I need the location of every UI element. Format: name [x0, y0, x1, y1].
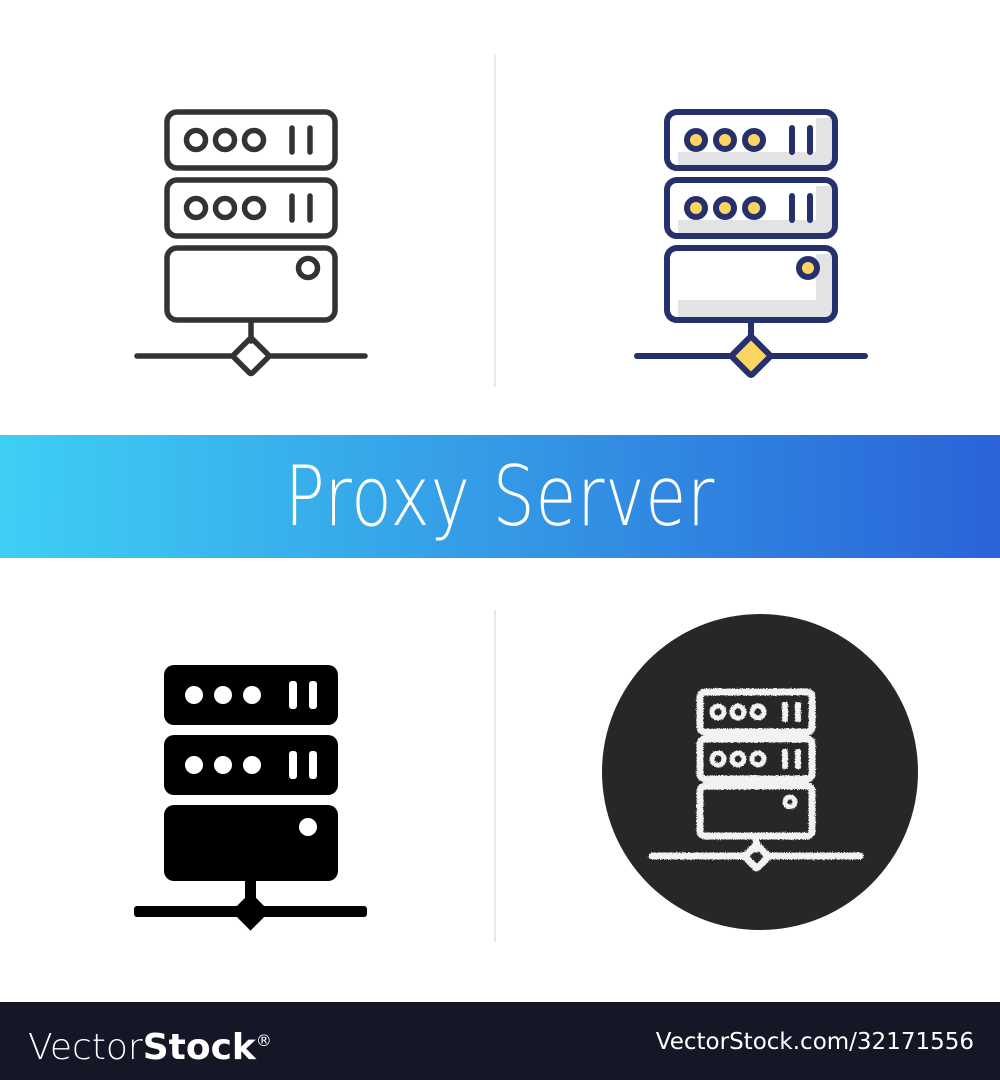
logo-text-light: Vector	[28, 1027, 143, 1068]
led	[183, 195, 209, 221]
status-indicator	[796, 256, 820, 280]
vent-bar	[782, 702, 788, 722]
led	[212, 127, 238, 153]
led-group	[709, 703, 798, 810]
vent-bar	[289, 681, 297, 709]
led	[749, 750, 767, 768]
led	[185, 756, 203, 774]
registered-trademark-icon: ®	[255, 1031, 272, 1050]
led	[742, 196, 766, 220]
led	[212, 195, 238, 221]
status-indicator	[782, 794, 798, 810]
network-node-diamond	[741, 841, 772, 872]
title-banner: Proxy Server	[0, 435, 1000, 558]
led	[742, 128, 766, 152]
icon-proxy-server-chalk	[590, 600, 930, 945]
led	[241, 127, 267, 153]
chalk-backdrop-circle	[602, 614, 918, 930]
led	[185, 686, 203, 704]
vent-bar	[289, 751, 297, 779]
vent-bar	[795, 702, 801, 722]
network-node-diamond	[230, 335, 272, 377]
divider-vertical-top	[494, 55, 496, 387]
icon-proxy-server-linear	[120, 60, 380, 390]
network-node-diamond	[231, 892, 270, 931]
inner-shadow-base	[678, 254, 832, 317]
rack-unit-top	[696, 688, 816, 736]
icon-proxy-server-color	[620, 60, 880, 390]
status-indicator	[295, 255, 321, 281]
led	[709, 750, 727, 768]
vent-bar	[309, 681, 317, 709]
led	[214, 686, 232, 704]
vent-bar	[795, 749, 801, 769]
led	[241, 195, 267, 221]
rack-unit-base	[164, 805, 338, 881]
vent-bar	[782, 749, 788, 769]
led	[243, 686, 261, 704]
status-indicator	[299, 818, 317, 836]
led-group	[684, 128, 820, 280]
led	[684, 128, 708, 152]
led	[684, 196, 708, 220]
banner-title: Proxy Server	[284, 448, 716, 545]
led	[749, 703, 767, 721]
led	[214, 756, 232, 774]
vent-bar-group	[782, 702, 801, 769]
icon-proxy-server-glyph	[120, 615, 380, 945]
led	[729, 750, 747, 768]
vectorstock-url: VectorStock.com/32171556	[655, 1029, 974, 1055]
rack-unit-top	[164, 109, 338, 171]
glyph-body	[134, 665, 367, 931]
divider-vertical-bottom	[494, 610, 496, 942]
led	[243, 756, 261, 774]
network-node-diamond	[729, 334, 773, 378]
led	[183, 127, 209, 153]
rack-unit-middle	[164, 177, 338, 239]
led	[729, 703, 747, 721]
footer-watermark-bar: VectorStock® VectorStock.com/32171556	[0, 1002, 1000, 1080]
logo-text-bold: Stock	[142, 1027, 256, 1068]
led	[713, 196, 737, 220]
led	[709, 703, 727, 721]
led	[713, 128, 737, 152]
rack-unit-top	[664, 109, 838, 171]
vent-bar	[309, 751, 317, 779]
glyph-knockouts	[185, 681, 317, 836]
rack-unit-middle	[664, 177, 838, 239]
rack-unit-middle	[696, 735, 816, 783]
vectorstock-logo: VectorStock®	[28, 1020, 272, 1069]
